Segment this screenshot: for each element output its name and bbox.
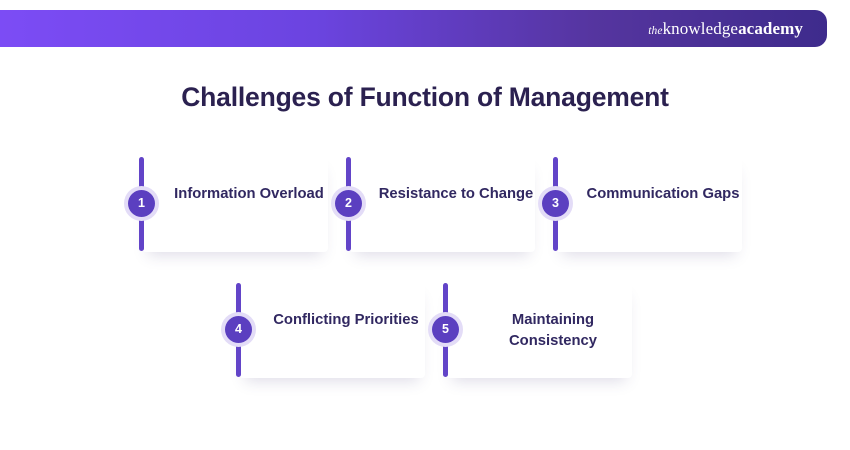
challenge-label: Communication Gaps	[586, 186, 740, 202]
challenge-card-4[interactable]: 4 Conflicting Priorities	[221, 282, 425, 378]
challenge-card-2[interactable]: 2 Resistance to Change	[331, 156, 535, 252]
step-number-badge: 1	[128, 190, 155, 217]
card-surface	[239, 282, 425, 378]
challenge-card-1[interactable]: 1 Information Overload	[124, 156, 328, 252]
logo-academy-text: academy	[738, 18, 803, 38]
card-surface	[142, 156, 328, 252]
challenge-label: Resistance to Change	[378, 186, 534, 202]
card-surface	[556, 156, 742, 252]
challenge-card-5[interactable]: 5 Maintaining Consistency	[428, 282, 632, 378]
card-surface	[349, 156, 535, 252]
page-title: Challenges of Function of Management	[181, 82, 669, 112]
challenge-label: Conflicting Priorities	[273, 312, 419, 328]
challenge-card-3[interactable]: 3 Communication Gaps	[538, 156, 742, 252]
challenge-label: Information Overload	[174, 186, 324, 202]
step-number-badge: 4	[225, 316, 252, 343]
logo-the-text: the	[648, 24, 663, 37]
step-number-badge: 5	[432, 316, 459, 343]
step-number-badge: 2	[335, 190, 362, 217]
logo-knowledge-text: knowledge	[662, 18, 739, 38]
card-surface	[446, 282, 632, 378]
step-number-badge: 3	[542, 190, 569, 217]
challenge-label: Maintaining Consistency	[509, 312, 597, 349]
